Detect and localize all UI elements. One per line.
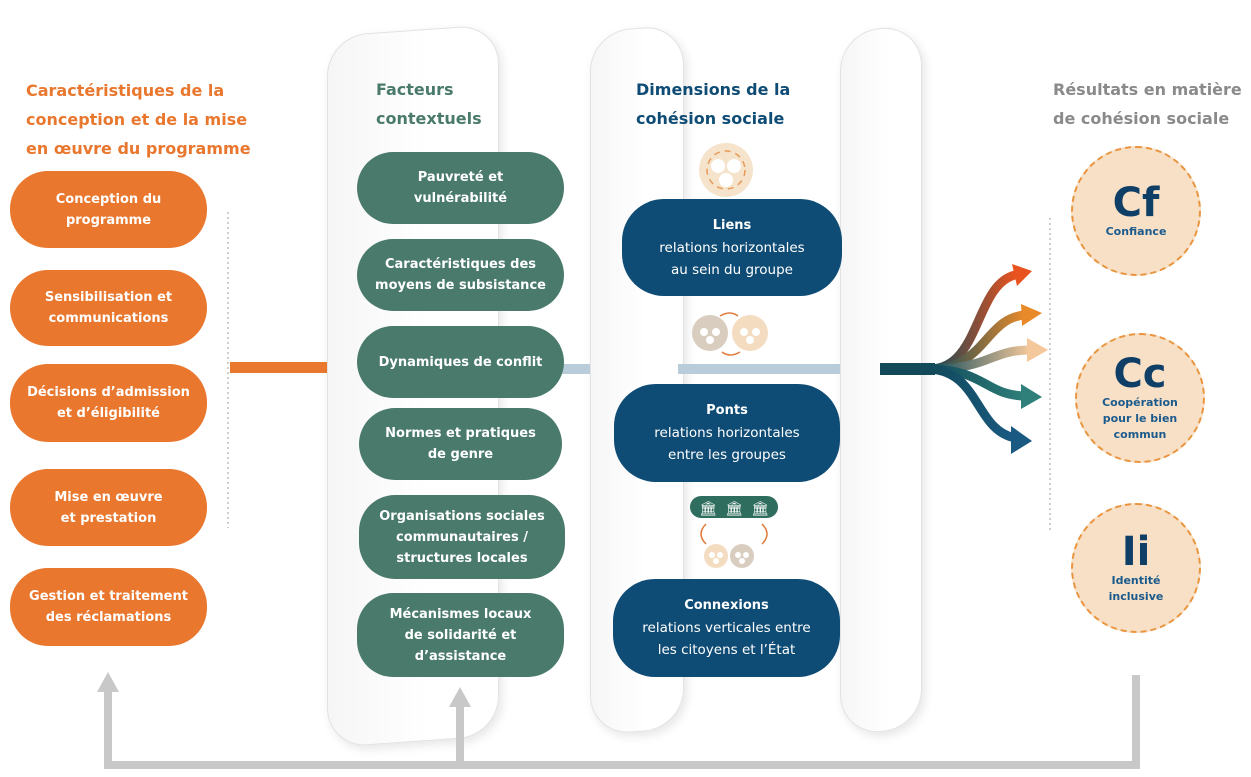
dimensions-header: Dimensions de la cohésion sociale bbox=[636, 75, 826, 133]
dimension-desc: relations horizontales bbox=[654, 425, 800, 441]
context-item-solidarite: Mécanismes locaux de solidarité et d’assis… bbox=[357, 593, 564, 677]
pill-line: Conception du bbox=[55, 191, 162, 207]
design-item-decisions: Décisions d’admission et d’éligibilité bbox=[10, 364, 207, 442]
dimension-desc: au sein du groupe bbox=[671, 261, 793, 278]
pill-line: structures locales bbox=[396, 550, 528, 566]
design-header-line: en œuvre du programme bbox=[26, 139, 251, 158]
group-circle-icon bbox=[699, 143, 753, 197]
svg-text:🏛: 🏛 bbox=[725, 500, 743, 517]
dimension-ponts: Ponts relations horizontales entre les g… bbox=[614, 384, 840, 482]
design-header: Caractéristiques de la conception et de … bbox=[26, 76, 266, 163]
dimension-title: Connexions bbox=[684, 598, 769, 613]
light-blue-connector-2 bbox=[678, 364, 840, 374]
context-item-conflit: Dynamiques de conflit bbox=[357, 326, 564, 398]
context-item-pauvrete: Pauvreté et vulnérabilité bbox=[357, 152, 564, 224]
dimension-title: Liens bbox=[712, 217, 752, 233]
dimensions-header-line: cohésion sociale bbox=[636, 109, 785, 128]
pill-line: des réclamations bbox=[45, 610, 172, 625]
context-header-line: Facteurs bbox=[376, 80, 454, 99]
context-item-organisations: Organisations sociales communautaires / st… bbox=[359, 495, 565, 579]
pill-line: Décisions d’admission bbox=[27, 385, 190, 400]
pill-line: Dynamiques de conflit bbox=[378, 354, 543, 370]
result-symbol: Cc bbox=[1113, 351, 1167, 397]
svg-text:🏛: 🏛 bbox=[699, 500, 717, 517]
state-citizens-icon: 🏛 🏛 🏛 bbox=[690, 496, 778, 568]
result-label: Identité bbox=[1111, 574, 1161, 587]
results-header-line: de cohésion sociale bbox=[1053, 109, 1230, 128]
context-item-genre: Normes et pratiques de genre bbox=[359, 408, 562, 480]
design-header-line: Caractéristiques de la bbox=[26, 81, 225, 100]
dimension-desc: relations verticales entre bbox=[642, 620, 811, 636]
dimension-desc: entre les groupes bbox=[668, 447, 786, 463]
dimensions-header-line: Dimensions de la bbox=[636, 80, 791, 99]
pill-line: communications bbox=[48, 311, 169, 326]
pill-line: communautaires / bbox=[396, 529, 528, 545]
context-header-line: contextuels bbox=[376, 109, 482, 128]
result-label: inclusive bbox=[1108, 590, 1164, 603]
context-header: Facteurs contextuels bbox=[376, 75, 526, 133]
pill-line: Mécanismes locaux bbox=[389, 606, 532, 622]
pill-line: et prestation bbox=[60, 510, 157, 526]
design-header-line: conception et de la mise bbox=[26, 110, 248, 129]
pill-line: programme bbox=[65, 212, 152, 228]
result-cooperation: Cc Coopération pour le bien commun bbox=[1075, 333, 1205, 463]
dimension-liens: Liens relations horizontales au sein du … bbox=[622, 199, 842, 296]
pill-line: Normes et pratiques bbox=[385, 426, 536, 441]
orange-connector bbox=[230, 362, 327, 373]
result-symbol: Cf bbox=[1112, 180, 1160, 226]
design-item-gestion: Gestion et traitement des réclamations bbox=[10, 568, 207, 646]
dimension-desc: relations horizontales bbox=[659, 239, 805, 256]
result-confiance: Cf Confiance bbox=[1071, 146, 1201, 276]
dimension-connexions: Connexions relations verticales entre le… bbox=[613, 579, 840, 677]
context-item-subsistance: Caractéristiques des moyens de subsistanc… bbox=[357, 239, 564, 311]
pill-line: vulnérabilité bbox=[413, 191, 508, 206]
two-groups-exchange-icon bbox=[692, 312, 768, 356]
pill-line: de solidarité et bbox=[404, 627, 517, 643]
pill-line: Organisations sociales bbox=[379, 508, 545, 524]
design-item-conception: Conception du programme bbox=[10, 171, 207, 248]
design-item-sensibilisation: Sensibilisation et communications bbox=[10, 270, 207, 346]
result-identite: Ii Identité inclusive bbox=[1071, 503, 1201, 633]
result-label: Coopération bbox=[1102, 396, 1178, 409]
design-item-mise-en-oeuvre: Mise en œuvre et prestation bbox=[10, 469, 207, 546]
pill-line: Mise en œuvre bbox=[54, 489, 163, 505]
dimension-desc: les citoyens et l’État bbox=[657, 642, 796, 658]
result-symbol: Ii bbox=[1121, 529, 1151, 575]
result-label: pour le bien bbox=[1102, 412, 1178, 425]
pill-line: moyens de subsistance bbox=[375, 278, 546, 293]
results-header: Résultats en matière de cohésion sociale bbox=[1053, 75, 1248, 133]
pill-line: d’assistance bbox=[414, 648, 507, 664]
pill-line: de genre bbox=[427, 447, 494, 462]
pill-line: Sensibilisation et bbox=[44, 290, 173, 305]
pill-line: Gestion et traitement bbox=[29, 589, 188, 604]
svg-text:🏛: 🏛 bbox=[751, 500, 769, 517]
trunk-connector bbox=[880, 363, 935, 375]
results-header-line: Résultats en matière bbox=[1053, 80, 1242, 99]
pill-line: Pauvreté et bbox=[417, 170, 504, 185]
light-blue-connector-1 bbox=[560, 364, 590, 374]
result-label: commun bbox=[1113, 428, 1167, 441]
pill-line: Caractéristiques des bbox=[384, 257, 536, 272]
pill-line: et d’éligibilité bbox=[56, 406, 160, 421]
dimension-title: Ponts bbox=[706, 403, 748, 418]
result-label: Confiance bbox=[1105, 225, 1167, 238]
